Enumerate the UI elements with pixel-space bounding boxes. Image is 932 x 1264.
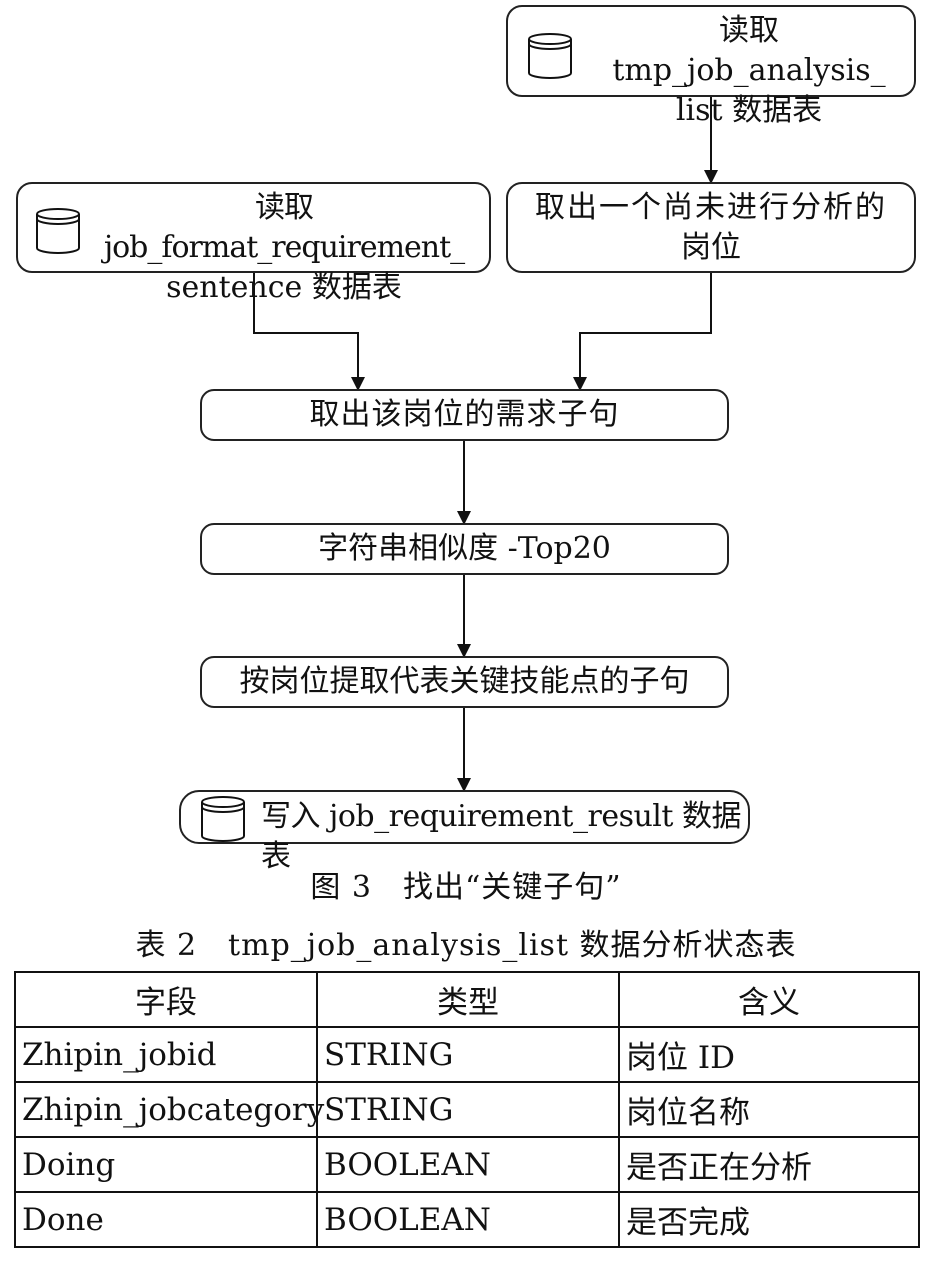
string-similarity-box: 字符串相似度 -Top20 [200,523,729,575]
take-unanalyzed-job-line1: 取出一个尚未进行分析的 [535,189,887,225]
read-job-analysis-line2: list 数据表 [675,93,823,128]
table-row: Zhipin_jobcategory STRING 岗位名称 [14,1081,920,1138]
table-cell: Zhipin_jobcategory [14,1081,324,1138]
table-cell: 岗位 ID [618,1026,920,1083]
table-cell: Doing [14,1136,318,1193]
string-similarity-label: 字符串相似度 -Top20 [318,531,611,566]
read-requirement-sentence-line1: 读取 job_format_requirement_ [103,190,465,265]
read-job-analysis-line1: 读取 tmp_job_analysis_ [612,13,886,88]
extract-key-sentences-label: 按岗位提取代表关键技能点的子句 [239,664,690,699]
column-header-field: 字段 [14,971,318,1028]
database-icon [36,208,80,254]
write-result-label: 写入 job_requirement_result 数据表 [261,799,742,874]
extract-key-sentences-box: 按岗位提取代表关键技能点的子句 [200,656,729,708]
table-row: Done BOOLEAN 是否完成 [14,1191,920,1248]
write-result-box: 写入 job_requirement_result 数据表 [179,790,750,874]
read-requirement-sentence-line2: sentence 数据表 [166,270,402,305]
read-requirement-sentence-box: 读取 job_format_requirement_ sentence 数据表 [16,182,491,305]
take-job-sentences-label: 取出该岗位的需求子句 [309,397,620,432]
take-job-sentences-box: 取出该岗位的需求子句 [200,389,729,441]
table-cell: 是否完成 [618,1191,920,1248]
figure-caption: 图 3 找出“关键子句” [310,870,622,905]
column-header-meaning: 含义 [618,971,920,1028]
table-caption: 表 2 tmp_job_analysis_list 数据分析状态表 [135,928,797,963]
table-cell: BOOLEAN [316,1136,620,1193]
table-header-row: 字段 类型 含义 [14,971,920,1028]
take-unanalyzed-job-line2: 岗位 [681,229,741,265]
table-cell: STRING [316,1026,620,1083]
arrow-take-job-to-job-sentences [573,273,712,391]
take-unanalyzed-job-box: 取出一个尚未进行分析的 岗位 [506,182,916,273]
table-cell: STRING [316,1081,620,1138]
read-job-analysis-list-box: 读取 tmp_job_analysis_ list 数据表 [506,5,916,128]
table-cell: BOOLEAN [316,1191,620,1248]
table-row: Doing BOOLEAN 是否正在分析 [14,1136,920,1193]
table-cell: Zhipin_jobid [14,1026,318,1083]
table-cell: 岗位名称 [618,1081,920,1138]
arrow-read-sentence-to-job-sentences [253,273,365,391]
column-header-type: 类型 [316,971,620,1028]
table-cell: Done [14,1191,318,1248]
table-cell: 是否正在分析 [618,1136,920,1193]
flowchart-connectors [253,97,718,792]
table-row: Zhipin_jobid STRING 岗位 ID [14,1026,920,1083]
status-table: 字段 类型 含义 Zhipin_jobid STRING 岗位 ID Zhipi… [14,971,920,1248]
database-icon [201,796,245,842]
database-icon [528,33,572,79]
